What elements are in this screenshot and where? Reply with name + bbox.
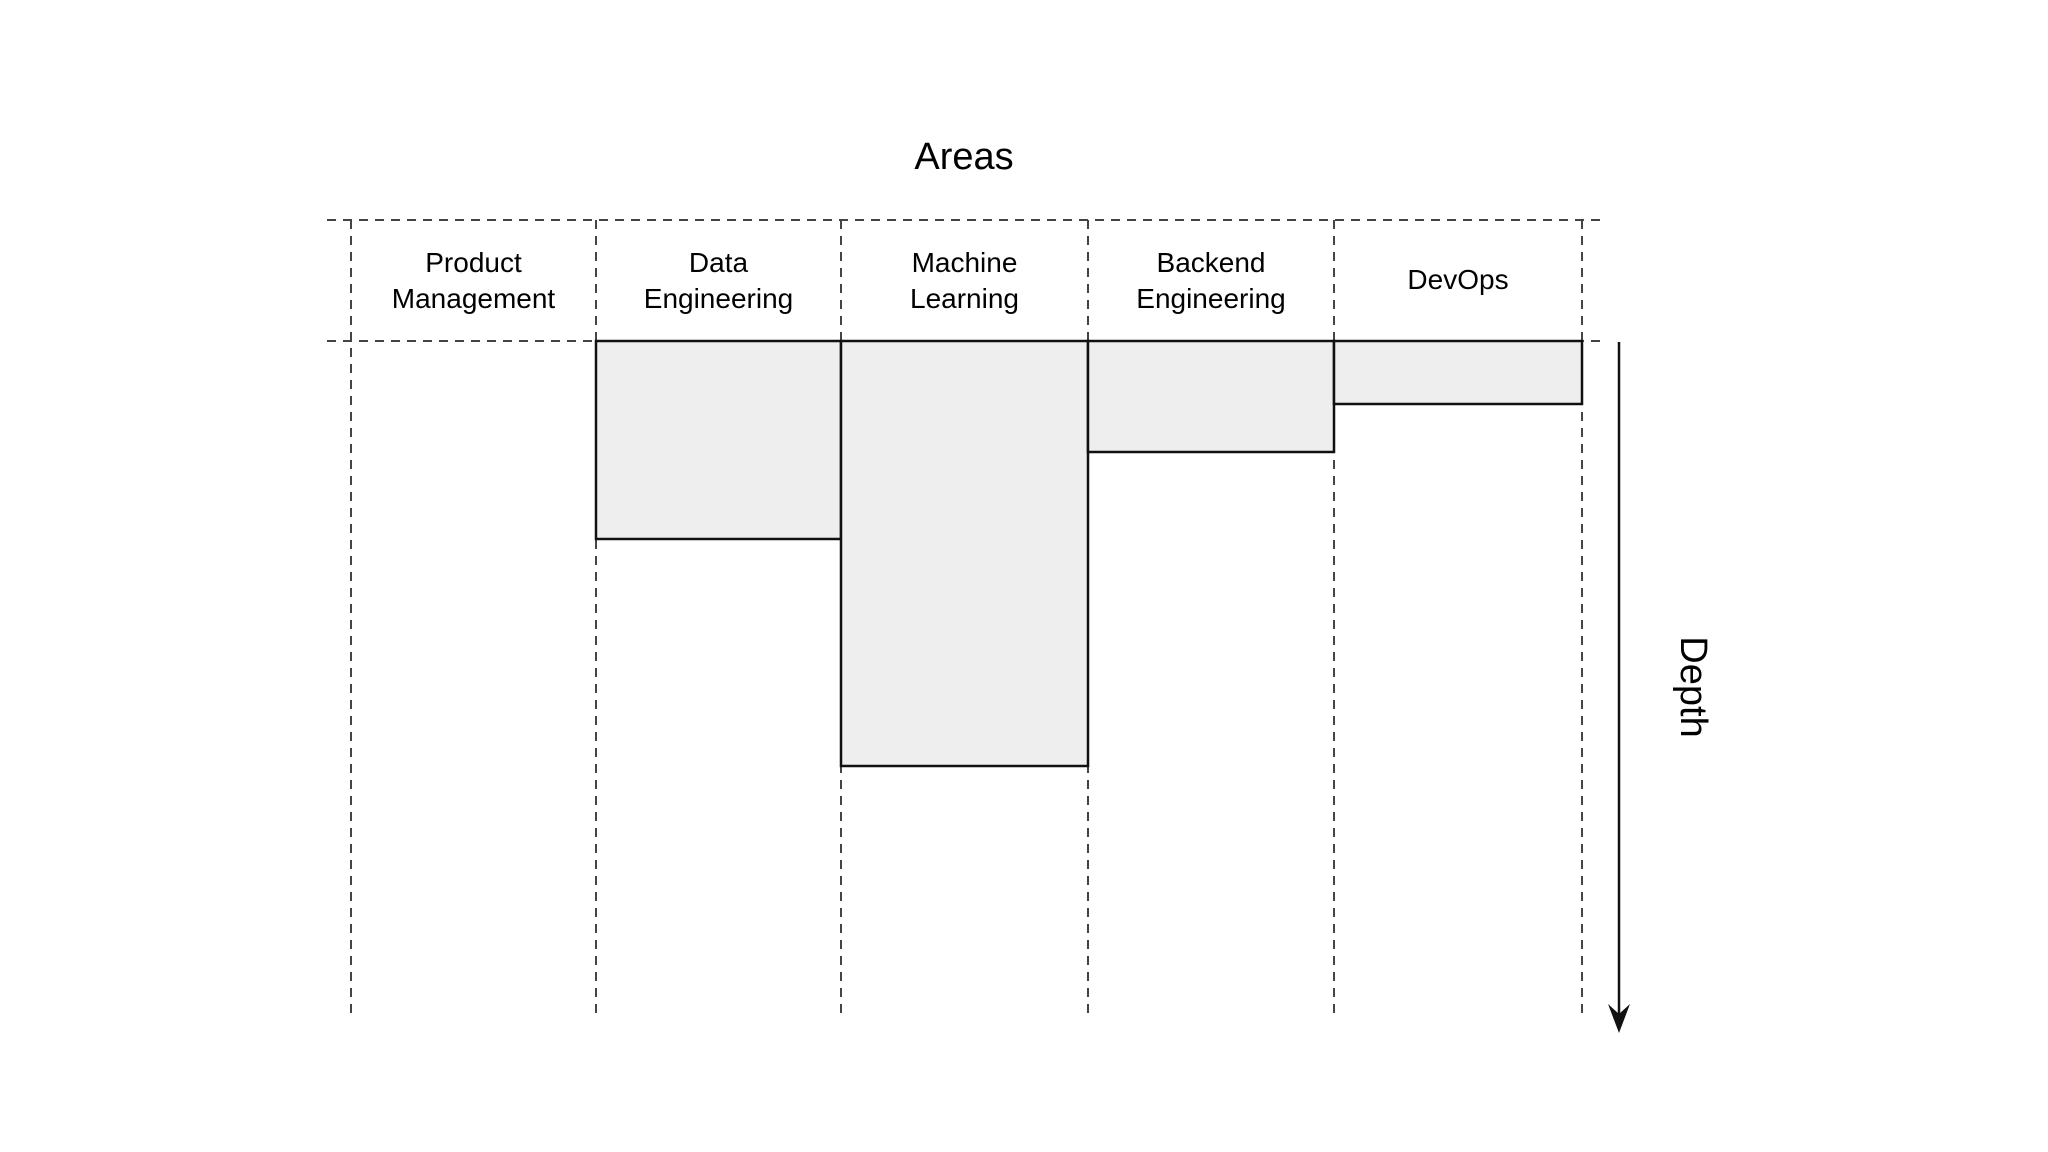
- area-header-backend-engineering-line1: Backend: [1157, 247, 1266, 278]
- bar-devops: [1332, 339, 1584, 406]
- depth-axis: Depth: [1608, 342, 1714, 1033]
- area-header-machine-learning-line1: Machine: [912, 247, 1018, 278]
- area-header-data-engineering-line2: Engineering: [644, 283, 793, 314]
- bar-backend-engineering: [1086, 339, 1336, 454]
- depth-axis-label: Depth: [1672, 636, 1714, 737]
- diagram-title: Areas: [914, 136, 1013, 178]
- area-header-product-management-line2: Management: [392, 283, 556, 314]
- depth-bars: [594, 339, 1584, 768]
- area-header-devops-line1: DevOps: [1407, 264, 1508, 295]
- bar-data-engineering: [594, 339, 843, 541]
- area-header-product-management-line1: Product: [425, 247, 522, 278]
- area-header-machine-learning-line2: Learning: [910, 283, 1019, 314]
- area-header-backend-engineering-line2: Engineering: [1136, 283, 1285, 314]
- area-header-data-engineering-line1: Data: [689, 247, 749, 278]
- depth-axis-arrowhead-icon: [1608, 1004, 1630, 1033]
- bar-machine-learning: [839, 339, 1090, 768]
